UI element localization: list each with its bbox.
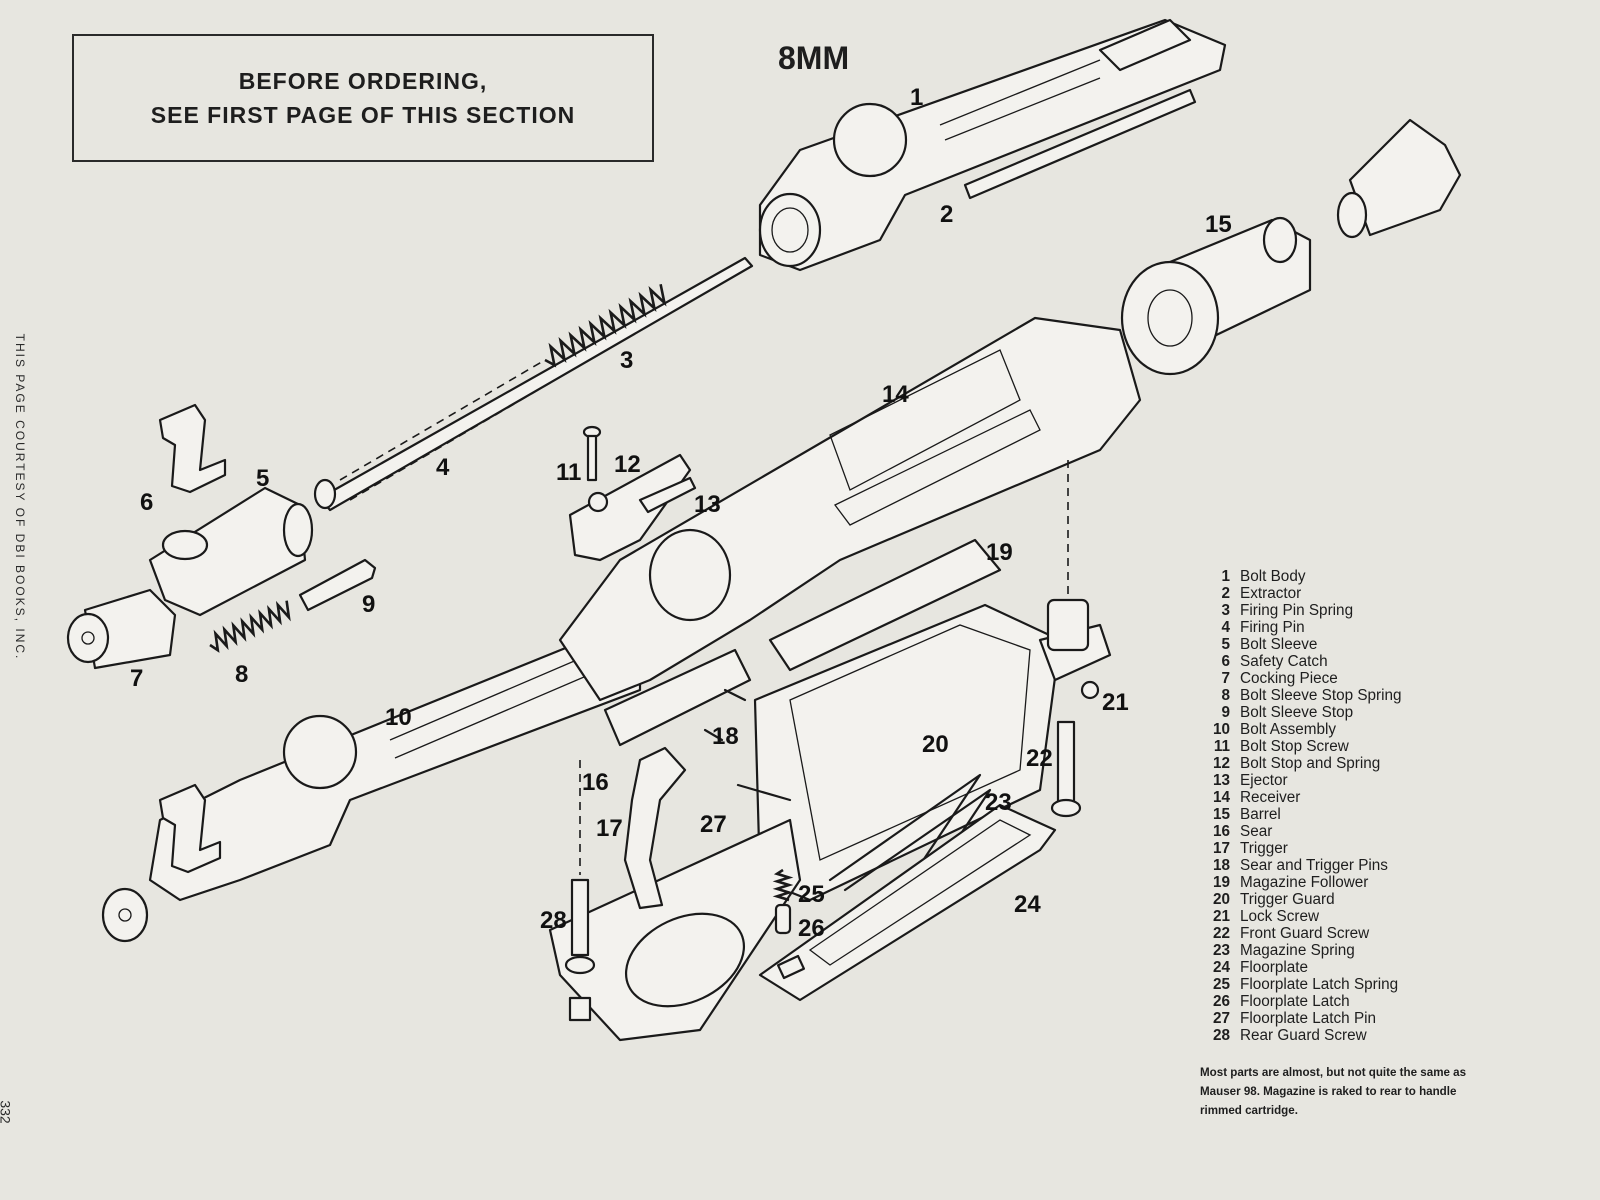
floorplate-latch-part xyxy=(774,903,792,935)
callout-8: 8 xyxy=(235,661,248,688)
bolt-sleeve-part xyxy=(148,486,314,617)
trigger-part xyxy=(623,746,687,910)
callout-4: 4 xyxy=(436,454,450,481)
callout-26: 26 xyxy=(798,915,825,942)
ejector-part xyxy=(638,476,697,514)
callout-5: 5 xyxy=(256,465,269,492)
barrel-part xyxy=(1120,216,1312,376)
callout-28: 28 xyxy=(540,907,567,934)
callout-7: 7 xyxy=(130,665,143,692)
callout-21: 21 xyxy=(1102,689,1129,716)
trigger-guard-part xyxy=(548,598,1112,1042)
firing-pin-spring-part xyxy=(544,283,667,368)
compatibility-note: Most parts are almost, but not quite the… xyxy=(1200,1066,1467,1117)
callout-2: 2 xyxy=(940,201,953,228)
sear-part xyxy=(603,648,752,747)
callout-12: 12 xyxy=(614,451,641,478)
safety-catch-part xyxy=(158,403,227,494)
callout-3: 3 xyxy=(620,347,633,374)
callout-9: 9 xyxy=(362,591,375,618)
callout-27: 27 xyxy=(700,811,727,838)
ordering-notice-box: BEFORE ORDERING, SEE FIRST PAGE OF THIS … xyxy=(72,34,654,162)
callout-20: 20 xyxy=(922,731,949,758)
alignment-dash-lines xyxy=(579,460,1069,875)
callout-22: 22 xyxy=(1026,745,1053,772)
bolt-sleeve-stop-part xyxy=(298,558,377,612)
callout-numbers: 1 2 3 4 5 6 7 8 9 10 11 12 13 14 15 16 1… xyxy=(130,84,1232,942)
rear-guard-screw-part xyxy=(564,878,596,1022)
firing-pin-part xyxy=(313,256,754,512)
front-sight-part xyxy=(1336,118,1462,239)
ordering-notice-line-1: BEFORE ORDERING, xyxy=(238,68,488,94)
lock-screw-part xyxy=(1080,680,1100,700)
bolt-stop-screw-part xyxy=(582,425,602,482)
callout-16: 16 xyxy=(582,769,609,796)
bolt-body-part xyxy=(758,18,1227,272)
callout-6: 6 xyxy=(140,489,153,516)
callout-15: 15 xyxy=(1205,211,1232,238)
bolt-stop-part xyxy=(568,453,692,562)
callout-13: 13 xyxy=(694,491,721,518)
magazine-follower-part xyxy=(768,538,1002,672)
callout-19: 19 xyxy=(986,539,1013,566)
callout-11: 11 xyxy=(556,459,581,486)
callout-25: 25 xyxy=(798,881,825,908)
caliber-title: 8MM xyxy=(778,40,850,76)
ordering-notice-line-2: SEE FIRST PAGE OF THIS SECTION xyxy=(150,102,576,128)
bolt-sleeve-stop-spring-part xyxy=(209,600,291,653)
front-guard-screw-part xyxy=(1050,720,1082,818)
callout-17: 17 xyxy=(596,815,623,842)
callout-18: 18 xyxy=(712,723,739,750)
callout-24: 24 xyxy=(1014,891,1041,918)
bolt-assembly-part xyxy=(101,628,642,943)
floorplate-part xyxy=(758,803,1057,1002)
callout-14: 14 xyxy=(882,381,909,408)
callout-10: 10 xyxy=(385,704,412,731)
cocking-piece-part xyxy=(66,588,177,670)
callout-23: 23 xyxy=(985,789,1012,816)
callout-1: 1 xyxy=(910,84,923,111)
floorplate-latch-spring-part xyxy=(772,868,794,902)
extractor-part xyxy=(963,88,1197,200)
sear-trigger-pins-part xyxy=(703,688,747,742)
floorplate-latch-pin-part xyxy=(736,783,792,802)
receiver-part xyxy=(558,316,1142,702)
